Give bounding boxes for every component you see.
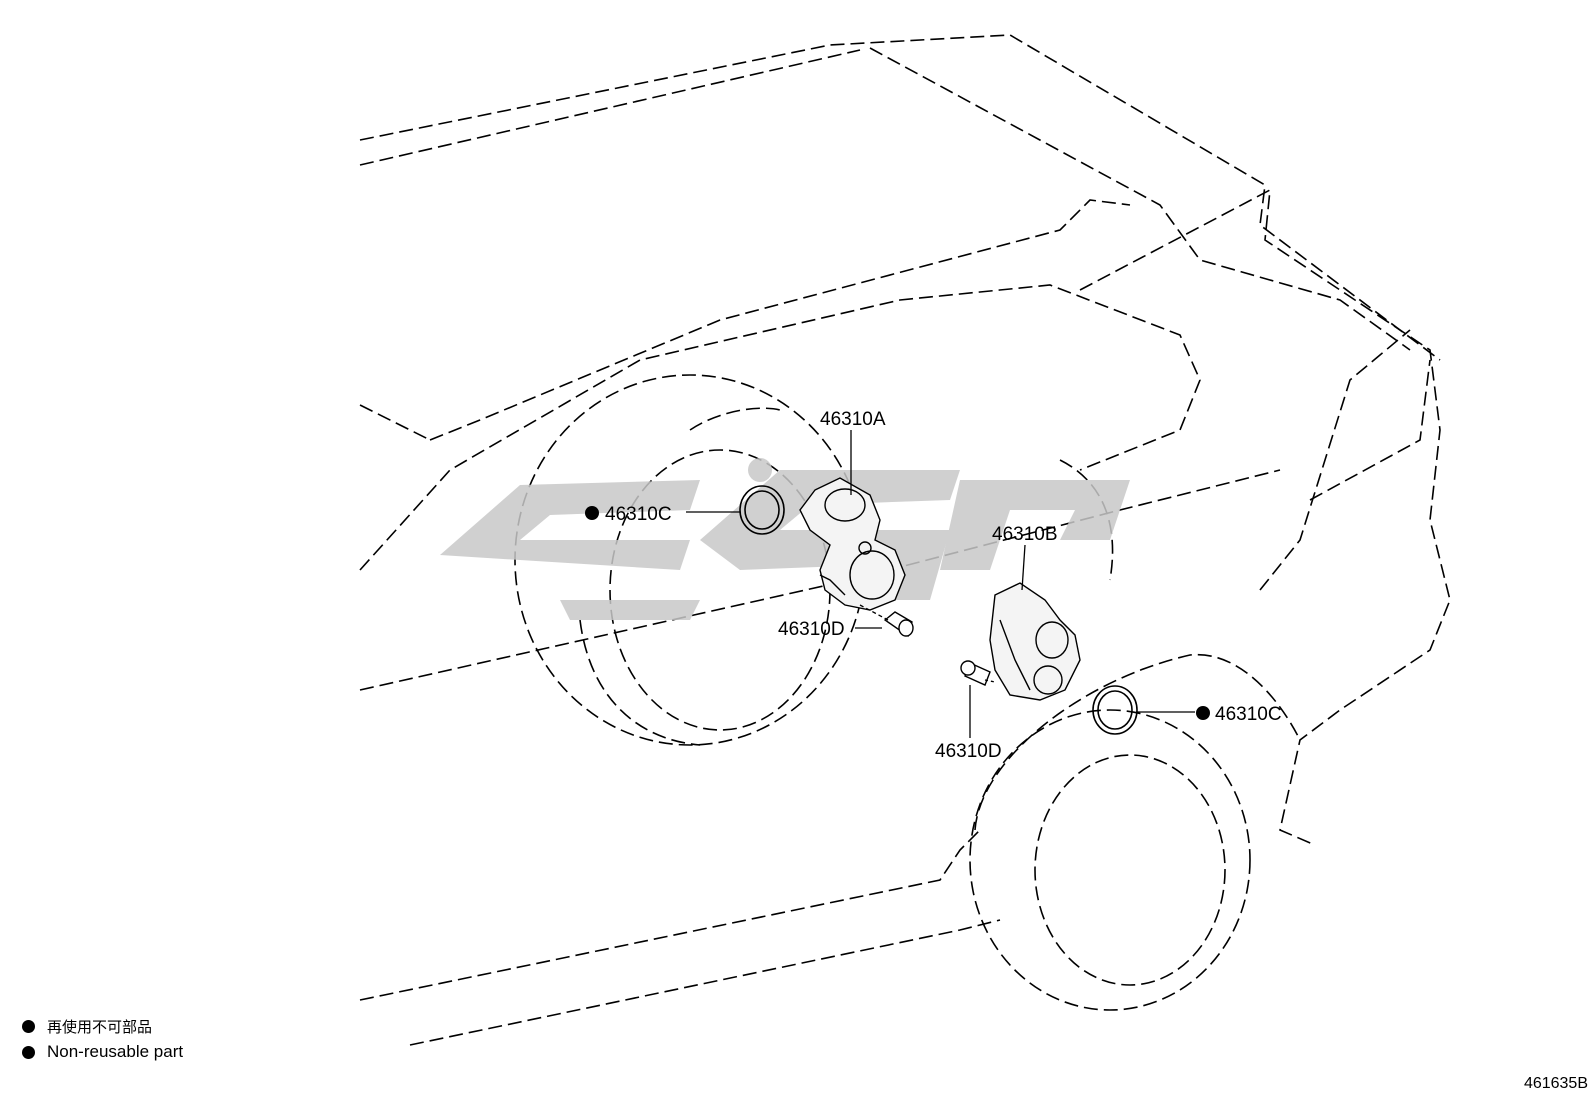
body-outline-front	[1079, 188, 1451, 846]
leader-actuator-right-dash	[984, 679, 996, 683]
wheel-front-outer	[969, 709, 1251, 1011]
body-outline-grille	[1259, 329, 1411, 591]
body-outline-front-wheel-arch	[974, 653, 1301, 831]
label-seal-right: 46310C	[1215, 704, 1282, 725]
body-outline-hood	[429, 199, 1131, 441]
body-outline-fender	[359, 284, 1201, 571]
filled-circle-icon	[585, 506, 599, 520]
legend-japanese-text: 再使用不可部品	[47, 1018, 153, 1036]
label-bolt-right: 46310D	[935, 741, 1002, 762]
label-actuator-right: 46310B	[992, 524, 1058, 545]
legend-japanese: 再使用不可部品	[22, 1016, 152, 1037]
actuator-left	[799, 477, 906, 611]
wheel-rear-rim	[579, 619, 701, 746]
bolt-right	[960, 660, 991, 686]
seal-left	[739, 485, 785, 535]
actuator-right	[989, 582, 1081, 701]
seal-right	[1092, 685, 1138, 735]
filled-circle-icon	[1196, 706, 1210, 720]
leader-actuator-left-dash	[859, 604, 889, 621]
body-outline-lower-sill	[359, 829, 981, 1001]
body-outline-door-line	[359, 404, 431, 441]
body-outline-rocker	[409, 919, 1001, 1046]
label-bolt-left: 46310D	[778, 619, 845, 640]
legend-english: Non-reusable part	[22, 1042, 183, 1062]
wheel-front-inner	[1034, 754, 1226, 986]
bolt-left	[883, 611, 914, 638]
label-actuator-left: 46310A	[820, 409, 886, 430]
diagram-id: 461635B	[1523, 1075, 1588, 1092]
wheel-rear-arc	[689, 407, 781, 431]
filled-circle-icon	[22, 1020, 35, 1033]
label-seal-left: 46310C	[605, 504, 672, 525]
body-outline-roof-inner	[359, 49, 861, 166]
body-outline-roof	[359, 34, 1441, 361]
filled-circle-icon	[22, 1045, 35, 1059]
legend-english-text: Non-reusable part	[47, 1042, 184, 1061]
body-outline-bumper	[1309, 359, 1431, 501]
leader-actuator-right	[1021, 544, 1026, 591]
body-outline-windshield	[869, 47, 1411, 351]
